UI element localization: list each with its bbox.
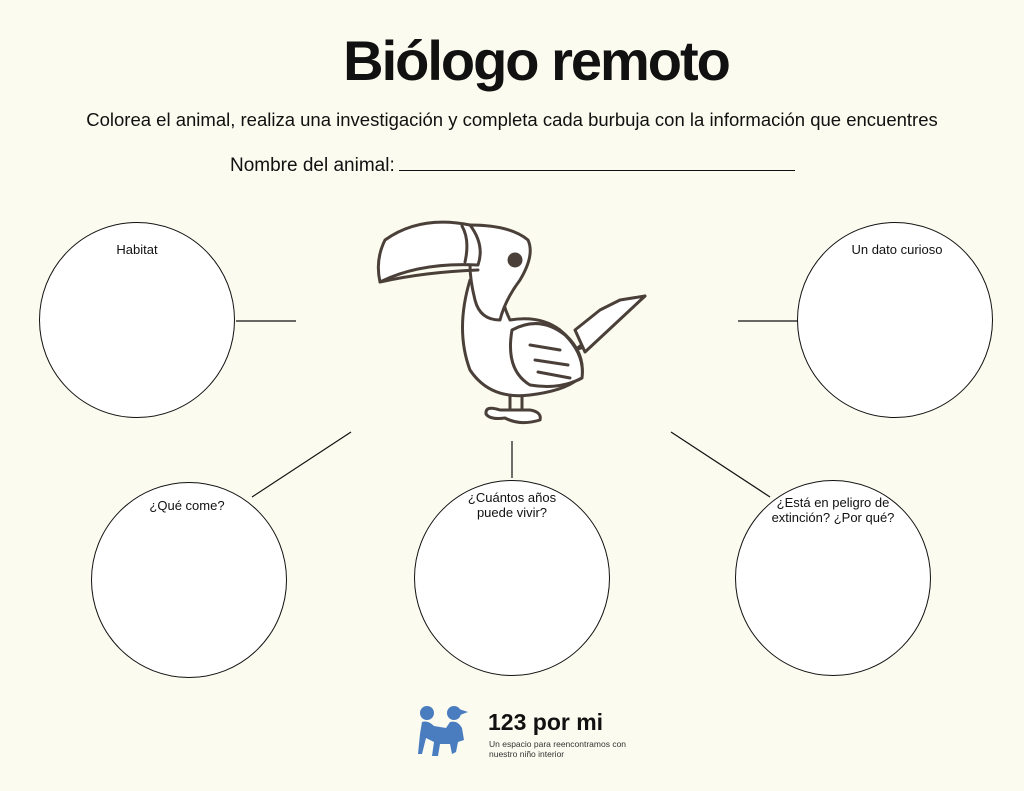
lifespan-line-1: ¿Cuántos años xyxy=(467,490,557,505)
brand-name: 123 por mi xyxy=(488,709,604,735)
bubble-habitat-label: Habitat xyxy=(116,242,158,257)
toucan-illustration xyxy=(376,220,647,425)
bubble-lifespan-label: ¿Cuántos años puede vivir? xyxy=(437,490,587,520)
animal-name-field[interactable]: Nombre del animal: xyxy=(230,152,795,177)
endangered-line-1: ¿Está en peligro de xyxy=(776,495,890,510)
bubble-fun-fact[interactable] xyxy=(797,222,993,418)
endangered-line-2: extinción? ¿Por qué? xyxy=(771,510,895,525)
bubble-lifespan[interactable] xyxy=(414,480,610,676)
connector-endangered xyxy=(670,431,771,498)
animal-name-label: Nombre del animal: xyxy=(230,155,395,176)
bubble-endangered-label: ¿Está en peligro de extinción? ¿Por qué? xyxy=(758,495,908,525)
page-title: Biólogo remoto xyxy=(343,29,731,92)
bubble-diet-label: ¿Qué come? xyxy=(149,498,225,513)
kids-logo-icon xyxy=(418,706,468,756)
instructions: Colorea el animal, realiza una investiga… xyxy=(86,109,938,130)
bubble-fun-fact-label: Un dato curioso xyxy=(851,242,943,257)
bubble-diet[interactable] xyxy=(91,482,287,678)
bubble-habitat[interactable] xyxy=(39,222,235,418)
connector-diet xyxy=(251,431,352,498)
bubble-endangered[interactable] xyxy=(735,480,931,676)
lifespan-line-2: puede vivir? xyxy=(476,505,548,520)
brand-tagline: Un espacio para reencontramos con nuestr… xyxy=(489,739,627,759)
animal-name-blank[interactable] xyxy=(398,152,795,171)
